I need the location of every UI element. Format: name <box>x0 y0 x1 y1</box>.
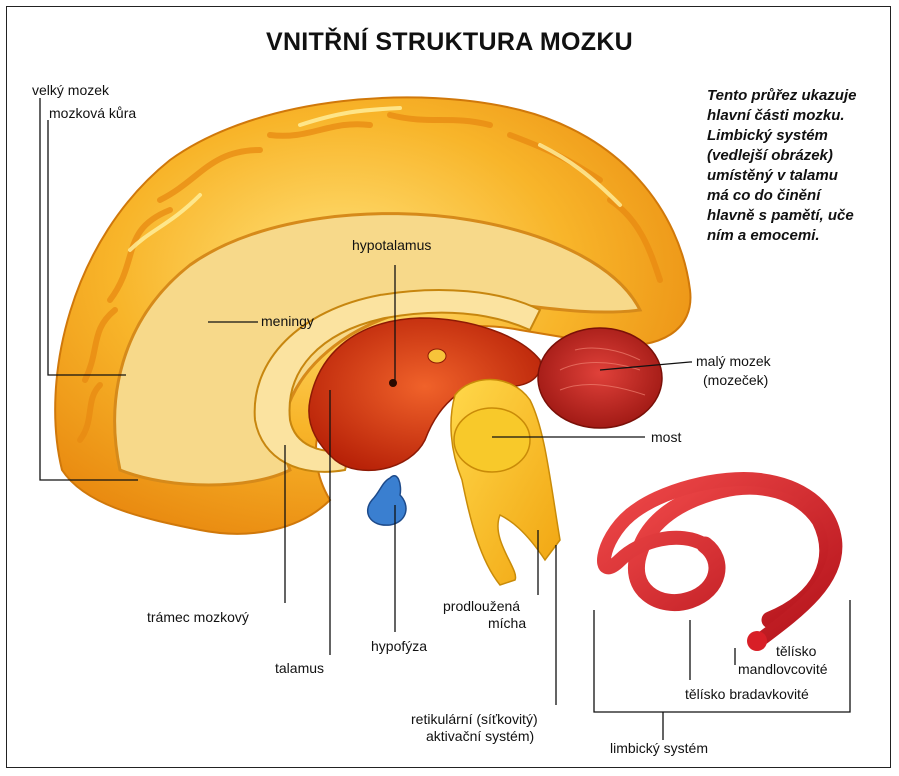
pons <box>454 408 530 472</box>
label-mandlovcovite: mandlovcovité <box>738 661 828 677</box>
amygdala-tip <box>747 631 767 651</box>
label-maly-mozek: malý mozek <box>696 353 771 369</box>
label-telisko: tělísko <box>776 643 816 659</box>
label-tramec-mozkovy: trámec mozkový <box>147 609 249 625</box>
label-mozecek: (mozeček) <box>703 372 768 388</box>
label-velky-mozek: velký mozek <box>32 82 109 98</box>
hypothalamus-dot <box>389 379 397 387</box>
label-talamus: talamus <box>275 660 324 676</box>
label-hypofyza: hypofýza <box>371 638 427 654</box>
label-retikularni: retikulární (síťkovitý) <box>411 711 538 727</box>
description-text: Tento průřez ukazuje hlavní části mozku.… <box>707 86 897 246</box>
label-telisko-bradavkovite: tělísko bradavkovité <box>685 686 809 702</box>
description-line: (vedlejší obrázek) <box>707 146 897 166</box>
pineal <box>428 349 446 363</box>
label-aktivacni-system: aktivační systém) <box>426 728 534 744</box>
label-most: most <box>651 429 681 445</box>
description-line: Limbický systém <box>707 126 897 146</box>
description-line: umístěný v talamu <box>707 166 897 186</box>
pituitary <box>368 476 406 525</box>
label-hypotalamus: hypotalamus <box>352 237 431 253</box>
label-mozkova-kura: mozková kůra <box>49 105 136 121</box>
limbic-system-drawing <box>604 479 835 640</box>
label-micha: mícha <box>488 615 526 631</box>
description-line: ním a emocemi. <box>707 226 897 246</box>
label-prodlouzena: prodloužená <box>443 598 520 614</box>
label-limbicky-system: limbický systém <box>610 740 708 756</box>
description-line: má co do činění <box>707 186 897 206</box>
label-meningy: meningy <box>261 313 314 329</box>
description-line: hlavní části mozku. <box>707 106 897 126</box>
description-line: Tento průřez ukazuje <box>707 86 897 106</box>
cerebellum <box>538 328 662 428</box>
description-line: hlavně s pamětí, uče <box>707 206 897 226</box>
